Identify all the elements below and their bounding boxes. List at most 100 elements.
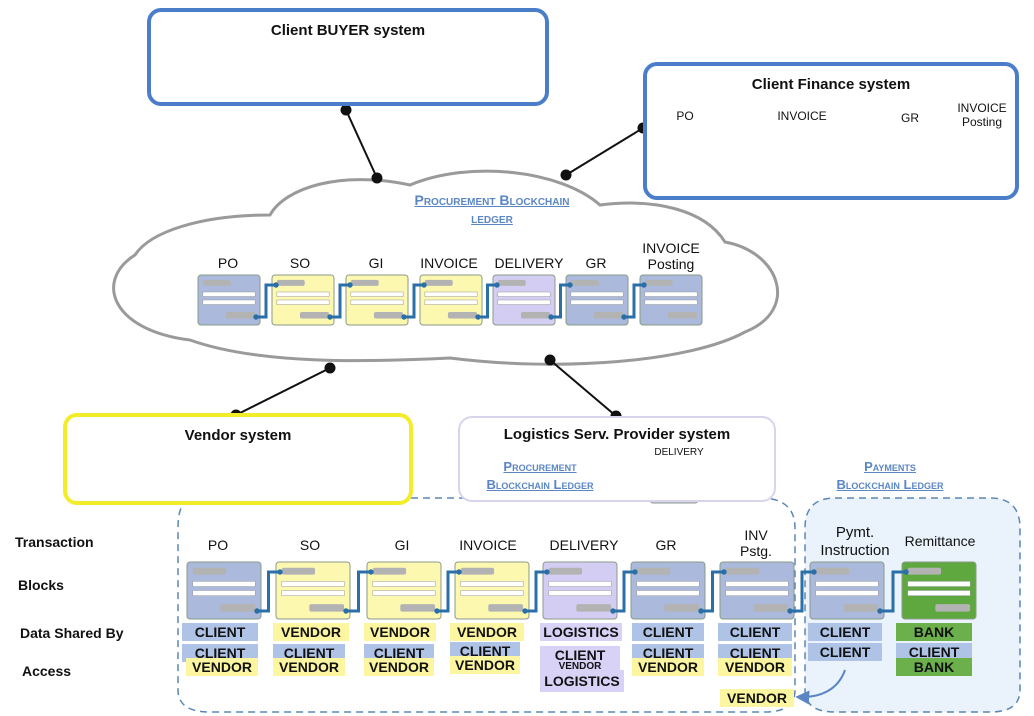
tx-block-1-line [281, 581, 345, 587]
client-buyer-system: Client BUYER system [147, 8, 549, 106]
shared-by-remittance: BANK [896, 623, 972, 641]
tx-node [522, 608, 528, 614]
finance-invoice-posting-label: INVOICE Posting [957, 101, 1007, 129]
tx-node [254, 608, 260, 614]
client-finance-system: Client Finance system [643, 62, 1019, 200]
shared-by-inv-pstg: CLIENT [718, 623, 792, 641]
tx-block-0-line [192, 590, 256, 596]
tx-label-invoice: INVOICE [459, 537, 517, 553]
cloud-link [404, 283, 424, 319]
cloud-ledger-title-line1: Procurement Blockchain [414, 192, 570, 208]
shared-by-so: VENDOR [273, 623, 349, 641]
finance-system-title: Client Finance system [751, 76, 911, 93]
cloud-block-6-bar [644, 279, 673, 286]
tx-block-7-line [815, 590, 879, 596]
access-delivery-client: CLIENT [540, 646, 620, 664]
tx-node [877, 608, 883, 614]
cloud-node [475, 314, 481, 320]
connector-line-2 [235, 367, 331, 416]
tx-block-3-line [460, 590, 524, 596]
access-delivery-logistics: LOGISTICS [540, 670, 624, 692]
row-header-transaction: Transaction [15, 534, 94, 550]
shared-by-delivery: LOGISTICS [540, 623, 622, 641]
finance-po-label: PO [676, 109, 694, 123]
cloud-label-delivery: DELIVERY [494, 255, 564, 271]
connector-dot [324, 362, 336, 374]
access-gr-vendor: VENDOR [632, 658, 704, 676]
vendor-system-title: Vendor system [184, 427, 292, 444]
tx-link [257, 570, 280, 613]
tx-block-2-line [372, 590, 436, 596]
tx-label-so: SO [299, 537, 321, 553]
tx-link [346, 570, 371, 613]
row-header-data-shared-by: Data Shared By [20, 625, 124, 641]
tx-block-6-line [725, 590, 789, 596]
tx-block-8-bar [907, 567, 942, 575]
cloud-label-gr: GR [585, 255, 607, 271]
tx-block-7-bar [843, 604, 879, 612]
payments-line1: Payments [864, 459, 916, 474]
cloud-node [327, 314, 333, 320]
tx-node [368, 569, 374, 575]
tx-node [632, 569, 638, 575]
tx-link [880, 570, 906, 613]
cloud-block-0-bar [202, 279, 231, 286]
cloud-block-2-line [350, 299, 404, 305]
tx-label-gr: GR [655, 537, 677, 553]
tx-link [437, 570, 459, 613]
cloud-block-3-bar [424, 279, 453, 286]
cloud-block-6-line [644, 291, 698, 297]
cloud-block-5-bar [593, 312, 624, 319]
tx-link [701, 570, 724, 613]
connector-line-1 [565, 127, 644, 176]
tx-block-3-line [460, 581, 524, 587]
tx-node [903, 569, 909, 575]
tx-node [544, 569, 550, 575]
tx-block-1-bar [309, 604, 345, 612]
cloud-node [347, 282, 353, 288]
cloud-block-5-line [570, 291, 624, 297]
tx-block-6-bar [753, 604, 789, 612]
tx-link [613, 570, 635, 613]
cloud-link [624, 283, 644, 319]
vendor-access-tag: VENDOR [720, 689, 794, 707]
tx-block-4-line [548, 590, 612, 596]
cloud-ledger-title-line2: ledger [471, 210, 513, 226]
cloud-label-invoice-posting: INVOICE Posting [642, 240, 700, 272]
vendor-system: Vendor system [63, 413, 413, 505]
cloud-block-0-bar [225, 312, 256, 319]
tx-block-0-bar [192, 567, 227, 575]
tx-node [277, 569, 283, 575]
cloud-block-5-line [570, 299, 624, 305]
cloud-node [253, 314, 259, 320]
cloud-block-2-bar [373, 312, 404, 319]
row-header-access: Access [22, 663, 72, 679]
tx-block-2-bar [372, 567, 407, 575]
tx-label-po: PO [207, 537, 229, 553]
tx-block-0-bar [220, 604, 256, 612]
cloud-ledger-title: Procurement Blockchain ledger [392, 191, 592, 227]
bottom-procurement-line2: Blockchain Ledger [486, 477, 594, 492]
tx-label-delivery: DELIVERY [549, 537, 619, 553]
access-inv-pstg-vendor: VENDOR [718, 658, 792, 676]
tx-block-3-bar [488, 604, 524, 612]
connector-dot [371, 172, 383, 184]
shared-by-pymt: CLIENT [808, 623, 882, 641]
tx-block-1-bar [281, 567, 316, 575]
tx-node [610, 608, 616, 614]
cloud-label-gi: GI [368, 255, 384, 271]
cloud-label-po: PO [217, 255, 239, 271]
access-inv-pstg-client: CLIENT [718, 644, 792, 662]
tx-node [787, 608, 793, 614]
tx-block-2-line [372, 581, 436, 587]
cloud-link [551, 283, 570, 319]
tx-block-6-bar [725, 567, 760, 575]
access-so-client: CLIENT [273, 644, 345, 662]
access-remittance-client: CLIENT [896, 643, 972, 661]
shared-by-gr: CLIENT [632, 623, 704, 641]
cloud-node [421, 282, 427, 288]
shared-by-invoice: VENDOR [450, 623, 524, 641]
access-invoice-vendor: VENDOR [450, 656, 520, 674]
access-remittance-bank: BANK [896, 658, 972, 676]
cloud-node [621, 314, 627, 320]
